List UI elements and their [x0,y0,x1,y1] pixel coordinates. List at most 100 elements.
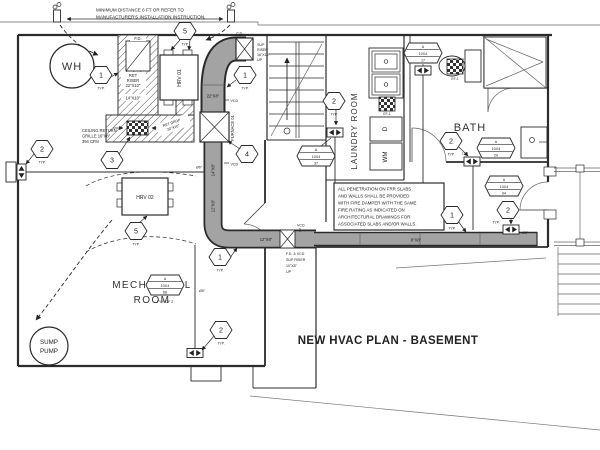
furnace-label: FURNACE 01 [230,115,235,141]
door-swing [519,181,549,211]
svg-text:1: 1 [218,253,222,262]
exterior-vent-hood [5,161,17,183]
mechanical-room-label-2: ROOM [134,295,171,306]
grade-diagonal [249,395,600,431]
hrv01-label: HRV 01 [177,69,183,87]
svg-text:A: A [422,45,425,49]
sump-pump-icon [29,326,69,366]
bath-group: BATH EF-1 [438,36,548,159]
bath-sink-icon [520,126,548,159]
callout-hexagon: 5 [173,22,197,40]
water-heater-icon [49,43,95,89]
ret-riser-label-3: 22"X10" [126,83,141,88]
svg-text:10X4: 10X4 [492,147,500,151]
diffuser-tags-group: A 10X4 37 A 10X4 17 A 10X4 29 A 10X4 94 … [145,42,524,304]
note-line-3: WITH FIRE DAMPER WITH THE SAME [338,201,417,206]
laundry-sink-icon [371,50,401,73]
svg-text:29: 29 [494,153,498,157]
fd-chimney-label: F.D. [134,36,141,41]
fire-damper-icon [279,229,296,249]
svg-text:2: 2 [332,97,336,106]
callout-hexagon: 2 [30,140,54,158]
supply-diffuser-icon [16,163,27,181]
sup-riser-top-1: SUP [257,43,265,47]
top-note-line1: MINIMUM DISTANCE 6 FT OR REFER TO [96,8,184,13]
sup-riser-top-3: 16"X12" [257,53,271,57]
svg-text:2: 2 [40,145,44,154]
callout-hexagon: 1 [89,66,113,84]
sup-riser-top-2: RISER [257,48,268,52]
callout-hexagon: 1 [208,248,232,266]
grade-diagonal [395,257,547,269]
door-swing [243,202,266,235]
grille-note-3: 394 CFM [82,139,99,144]
sump-label-2: PUMP [40,348,58,355]
laundry-room-group: LAUNDRY ROOM EF-1 D WM [350,47,404,171]
svg-text:1: 1 [99,71,103,80]
sup-riser-mid-2: SUP RISER [286,258,306,262]
svg-text:2: 2 [506,206,510,215]
exterior-stairs [558,253,600,315]
furnace-icon [199,111,230,143]
svg-text:10X4: 10X4 [419,52,427,56]
callout-hexagon: 2 [496,201,520,219]
stair-rail [270,43,323,137]
dryer-label: D [382,126,389,131]
stairs-group [269,41,324,138]
typ-label: TYP. [181,43,188,47]
supply-diffuser-icon [463,156,481,167]
callout-hexagon: 3 [100,151,124,169]
mechanical-room-group: WH SUMP PUMP MECHANICAL ROOM F.D. RET RI… [29,34,199,366]
dia6-mech-label: Ø6" [198,289,206,293]
exterior-group [249,164,600,431]
svg-text:1: 1 [450,211,454,220]
hrv02-label: HRV 02 [136,195,154,201]
stair-newel [283,127,291,135]
sump-label-1: SUMP [40,339,58,346]
callout-hexagon: 2 [322,92,346,110]
svg-text:3: 3 [110,156,114,165]
porch-post [575,164,585,173]
sup-riser-top-4: UP [257,58,263,62]
fd-top-label: F.D. [236,32,243,37]
callout-hexagon: 2 [439,132,463,150]
grade-line-group: MINIMUM DISTANCE 6 FT OR REFER TO MANUFA… [0,2,600,56]
svg-text:5: 5 [183,27,187,36]
dryer-icon [369,116,403,142]
note-line-2: AND WALLS SHALL BE PROVIDED [338,194,409,199]
supply-diffuser-icon [326,127,344,138]
typ-label: TYP. [241,87,248,91]
typ-label: TYP. [492,221,499,225]
svg-text:RET DROP: RET DROP [162,118,181,128]
svg-text:2: 2 [449,137,453,146]
exhaust-fan-icon [446,58,464,75]
diffuser-tag: A 10X4 68 TYP. OF 2 [145,274,185,304]
duct-label-22x8: 22"X8" [207,94,220,99]
typ-label: TYP. [38,161,45,165]
supply-diffuser-icon [502,224,520,235]
exhaust-fan-icon [378,96,396,112]
sup-riser-mid-1: F.D. & VCD [286,252,305,256]
svg-text:A: A [503,178,506,182]
dia6-east-label: Ø6" [521,231,529,235]
diffuser-tag: A 10X4 17 [403,42,443,64]
general-note-box: ALL PENETRATION ON FRR SLABS AND WALLS S… [333,182,445,231]
door-swing [487,87,515,113]
svg-text:10X4: 10X4 [500,185,508,189]
supply-diffuser-icon [186,348,204,358]
svg-text:10X4: 10X4 [312,155,320,159]
hrv01-unit: HRV 01 [159,49,199,106]
svg-text:A: A [164,277,167,281]
laundry-sink-icon [371,73,401,96]
supply-diffuser-icon [414,65,432,76]
svg-text:37: 37 [314,161,318,165]
svg-text:5: 5 [134,227,138,236]
ef1-laundry-label: EF-1 [383,112,390,116]
svg-text:17: 17 [421,58,425,62]
walls-group [16,33,557,389]
ceiling-return-grille-icon [126,120,149,136]
flex-duct-dashed [35,219,113,321]
typ-label: TYP. [97,87,104,91]
